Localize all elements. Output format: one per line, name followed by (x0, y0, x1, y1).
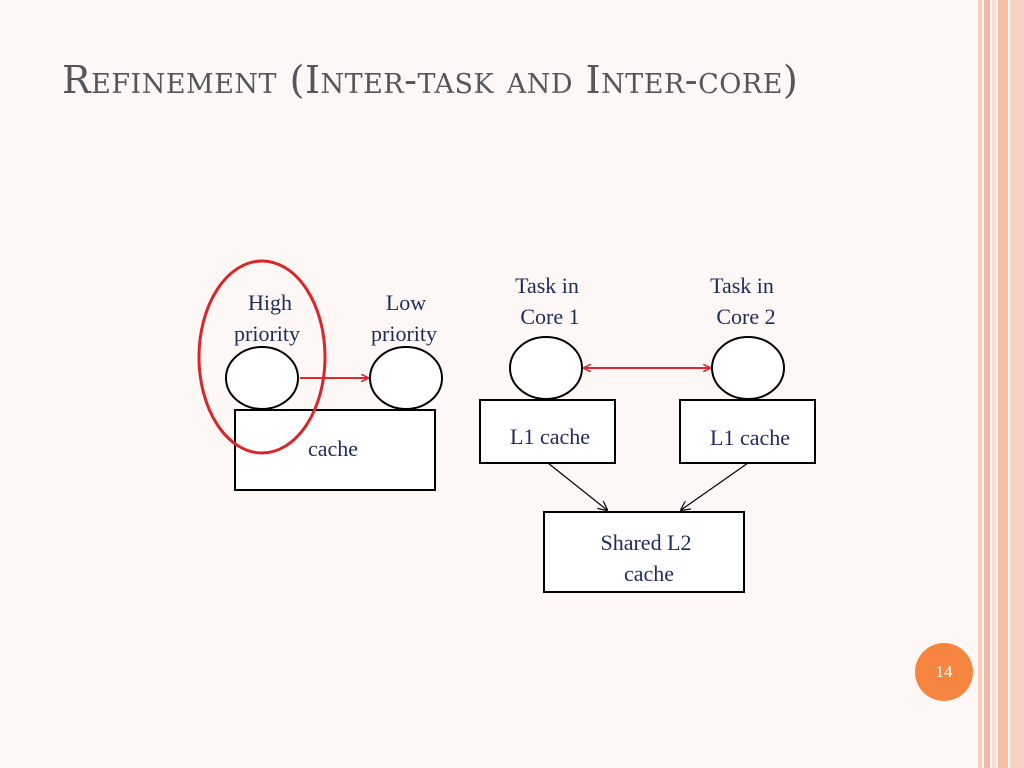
slide-title: Refinement (Inter-task and Inter-core) (62, 58, 799, 102)
core2-task-node (711, 336, 785, 400)
shared-l2-cache-box (543, 511, 745, 593)
core2-task-label-line1: Task in (710, 273, 774, 298)
core2-task-label-line2: Core 2 (716, 304, 775, 329)
high-priority-task-node (225, 346, 299, 410)
border-stripe (998, 0, 1008, 768)
l1-to-l2-arrow-core2 (681, 462, 749, 510)
border-stripe (984, 0, 990, 768)
core1-task-label-line2: Core 1 (520, 304, 579, 329)
shared-cache-box (234, 409, 436, 491)
l1-to-l2-arrow-core1 (547, 462, 607, 510)
border-stripe (978, 0, 982, 768)
core2-l1-cache-label: L1 cache (710, 425, 790, 450)
core2-l1-cache-box (679, 399, 816, 464)
low-priority-label-line1: Low (386, 290, 426, 315)
high-priority-label-line1: High (248, 290, 292, 315)
high-priority-label-line2: priority (234, 321, 300, 346)
high-priority-highlight-ring (197, 259, 327, 455)
border-stripe (992, 0, 996, 768)
core1-l1-cache-box (479, 399, 616, 464)
core1-l1-cache-label: L1 cache (510, 424, 590, 449)
core1-task-label-line1: Task in (515, 273, 579, 298)
shared-cache-label: cache (308, 436, 358, 461)
border-stripe (1010, 0, 1024, 768)
core1-task-node (509, 336, 583, 400)
low-priority-label-line2: priority (371, 321, 437, 346)
shared-l2-label-line1: Shared L2 (600, 530, 691, 555)
shared-l2-label-line2: cache (624, 561, 674, 586)
page-number-badge: 14 (915, 643, 973, 701)
low-priority-task-node (369, 346, 443, 410)
